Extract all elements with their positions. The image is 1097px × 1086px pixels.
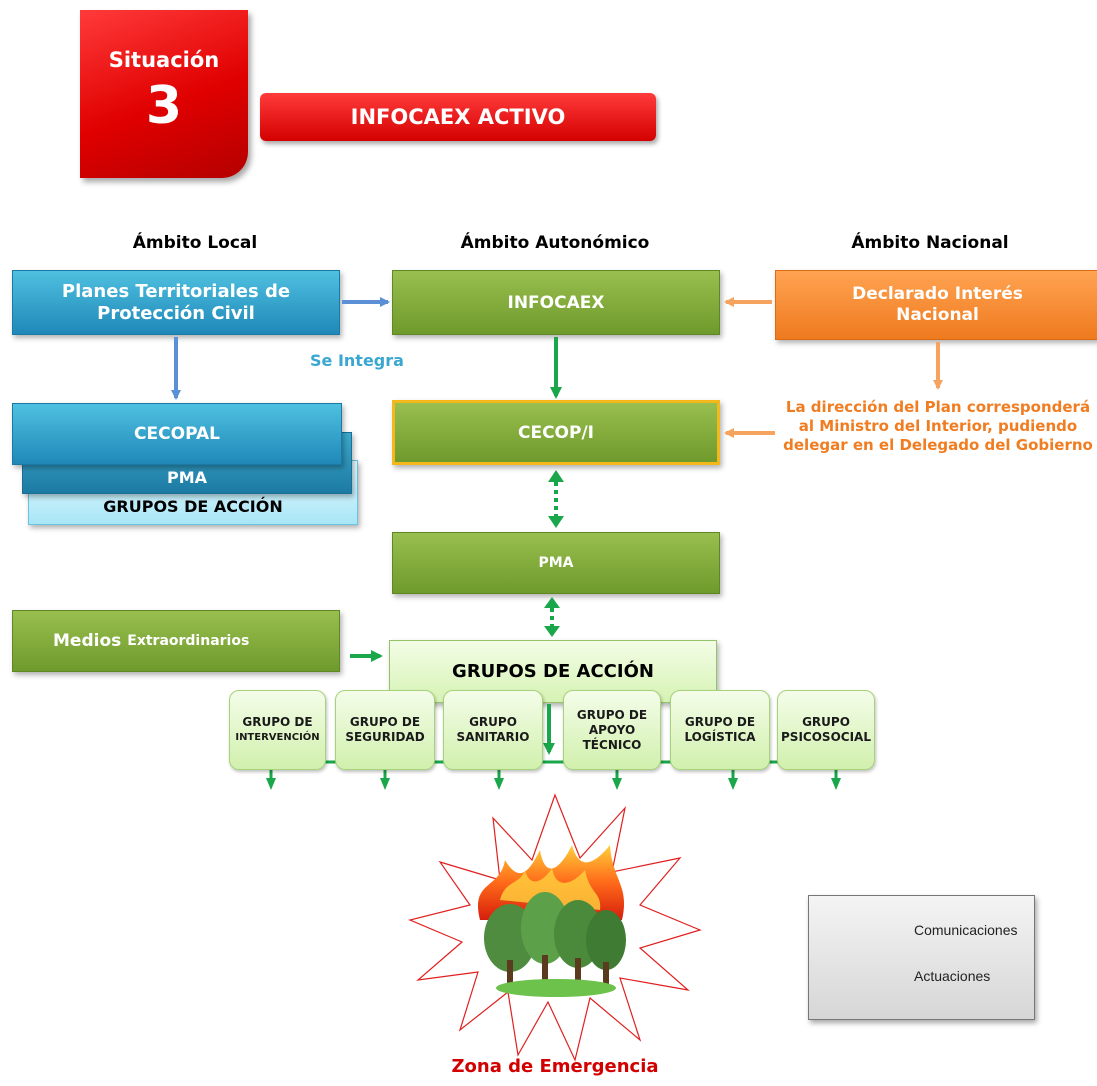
group-line: GRUPO xyxy=(469,715,517,729)
legend-box xyxy=(808,895,1035,1020)
medios-extraordinarios-box: Medios Extraordinarios xyxy=(12,610,340,672)
group-line: GRUPO xyxy=(802,715,850,729)
situation-label: Situación xyxy=(108,48,220,72)
header-ambito-nacional: Ámbito Nacional xyxy=(851,233,1009,253)
group-line: GRUPO DE xyxy=(576,707,648,722)
pma-local-label: PMA xyxy=(166,468,208,487)
extraordinarios-label: Extraordinarios xyxy=(127,633,250,649)
direccion-plan-text: La dirección del Plan corresponderá al M… xyxy=(783,398,1093,454)
group-line: TÉCNICO xyxy=(582,737,642,752)
pma-autonomico-label: PMA xyxy=(538,555,574,571)
infocaex-label: INFOCAEX xyxy=(507,292,605,313)
medios-label: Medios xyxy=(53,631,122,651)
group-line: GRUPO DE xyxy=(349,715,421,729)
se-integra-label: Se Integra xyxy=(310,351,404,370)
group-intervencion: GRUPO DE INTERVENCIÓN xyxy=(229,690,326,770)
planes-territoriales-label: Planes Territoriales de Protección Civil xyxy=(61,280,291,324)
interes-nacional-label: Declarado Interés Nacional xyxy=(852,284,1023,325)
group-line: INTERVENCIÓN xyxy=(235,732,320,743)
planes-territoriales-box: Planes Territoriales de Protección Civil xyxy=(12,270,340,335)
legend-comunicaciones-label: Comunicaciones xyxy=(914,922,1018,938)
legend-actuaciones-label: Actuaciones xyxy=(914,968,991,984)
group-line: LOGÍSTICA xyxy=(684,730,756,744)
emergency-burst-icon xyxy=(408,793,702,1062)
cecopal-box: CECOPAL xyxy=(12,403,342,465)
situation-badge: Situación 3 xyxy=(80,10,248,178)
cecopal-label: CECOPAL xyxy=(134,424,220,444)
group-line: SANITARIO xyxy=(456,730,530,744)
zona-emergencia-label: Zona de Emergencia xyxy=(451,1056,659,1077)
interes-nacional-box: Declarado Interés Nacional xyxy=(775,270,1097,340)
group-line: GRUPO DE xyxy=(684,715,756,729)
header-ambito-local: Ámbito Local xyxy=(132,233,258,253)
group-line: GRUPO DE xyxy=(242,715,313,729)
grupos-accion-box: GRUPOS DE ACCIÓN xyxy=(389,640,717,703)
group-line: PSICOSOCIAL xyxy=(781,730,871,744)
pma-autonomico-box: PMA xyxy=(392,532,720,594)
infocaex-box: INFOCAEX xyxy=(392,270,720,335)
cecop-box: CECOP/I xyxy=(392,400,720,465)
group-down-arrows xyxy=(266,768,841,790)
group-line: SEGURIDAD xyxy=(345,730,425,744)
forest-fire-icon xyxy=(477,845,626,997)
diagram-title: INFOCAEX ACTIVO xyxy=(260,93,656,141)
cecop-label: CECOP/I xyxy=(517,422,594,443)
grupos-accion-local-label: GRUPOS DE ACCIÓN xyxy=(103,497,283,516)
situation-number: 3 xyxy=(145,76,183,136)
header-ambito-autonomico: Ámbito Autonómico xyxy=(460,233,650,253)
group-line: APOYO xyxy=(588,722,636,737)
grupos-accion-label: GRUPOS DE ACCIÓN xyxy=(452,661,654,682)
